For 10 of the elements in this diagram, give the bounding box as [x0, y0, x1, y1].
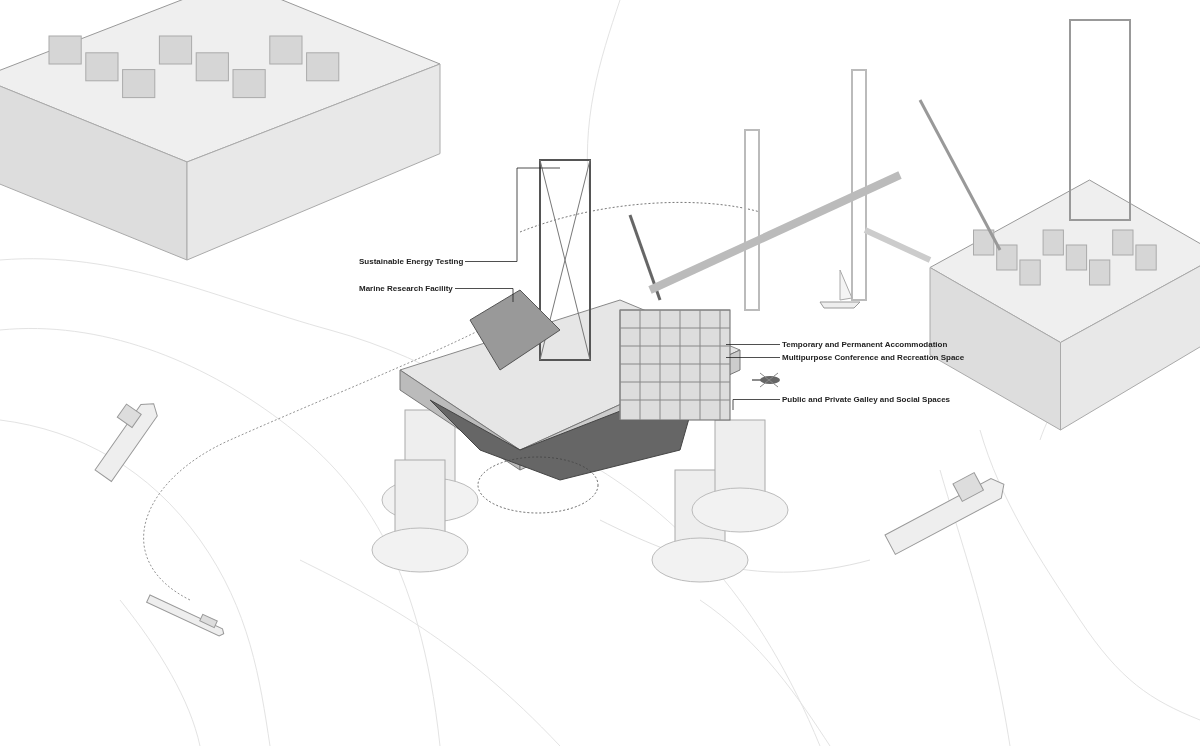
callout-label: Temporary and Permanent Accommodation — [782, 340, 948, 349]
callout-label: Multipurpose Conference and Recreation Space — [782, 353, 965, 362]
leader-line — [725, 344, 781, 345]
callout-label: Sustainable Energy Testing — [359, 257, 464, 266]
leader-line — [454, 288, 514, 303]
leader-line — [725, 357, 781, 358]
callout-label: Public and Private Galley and Social Spaces — [782, 395, 951, 404]
leader-line — [464, 167, 561, 262]
leader-line — [732, 399, 781, 411]
callout-label: Marine Research Facility — [359, 284, 453, 293]
